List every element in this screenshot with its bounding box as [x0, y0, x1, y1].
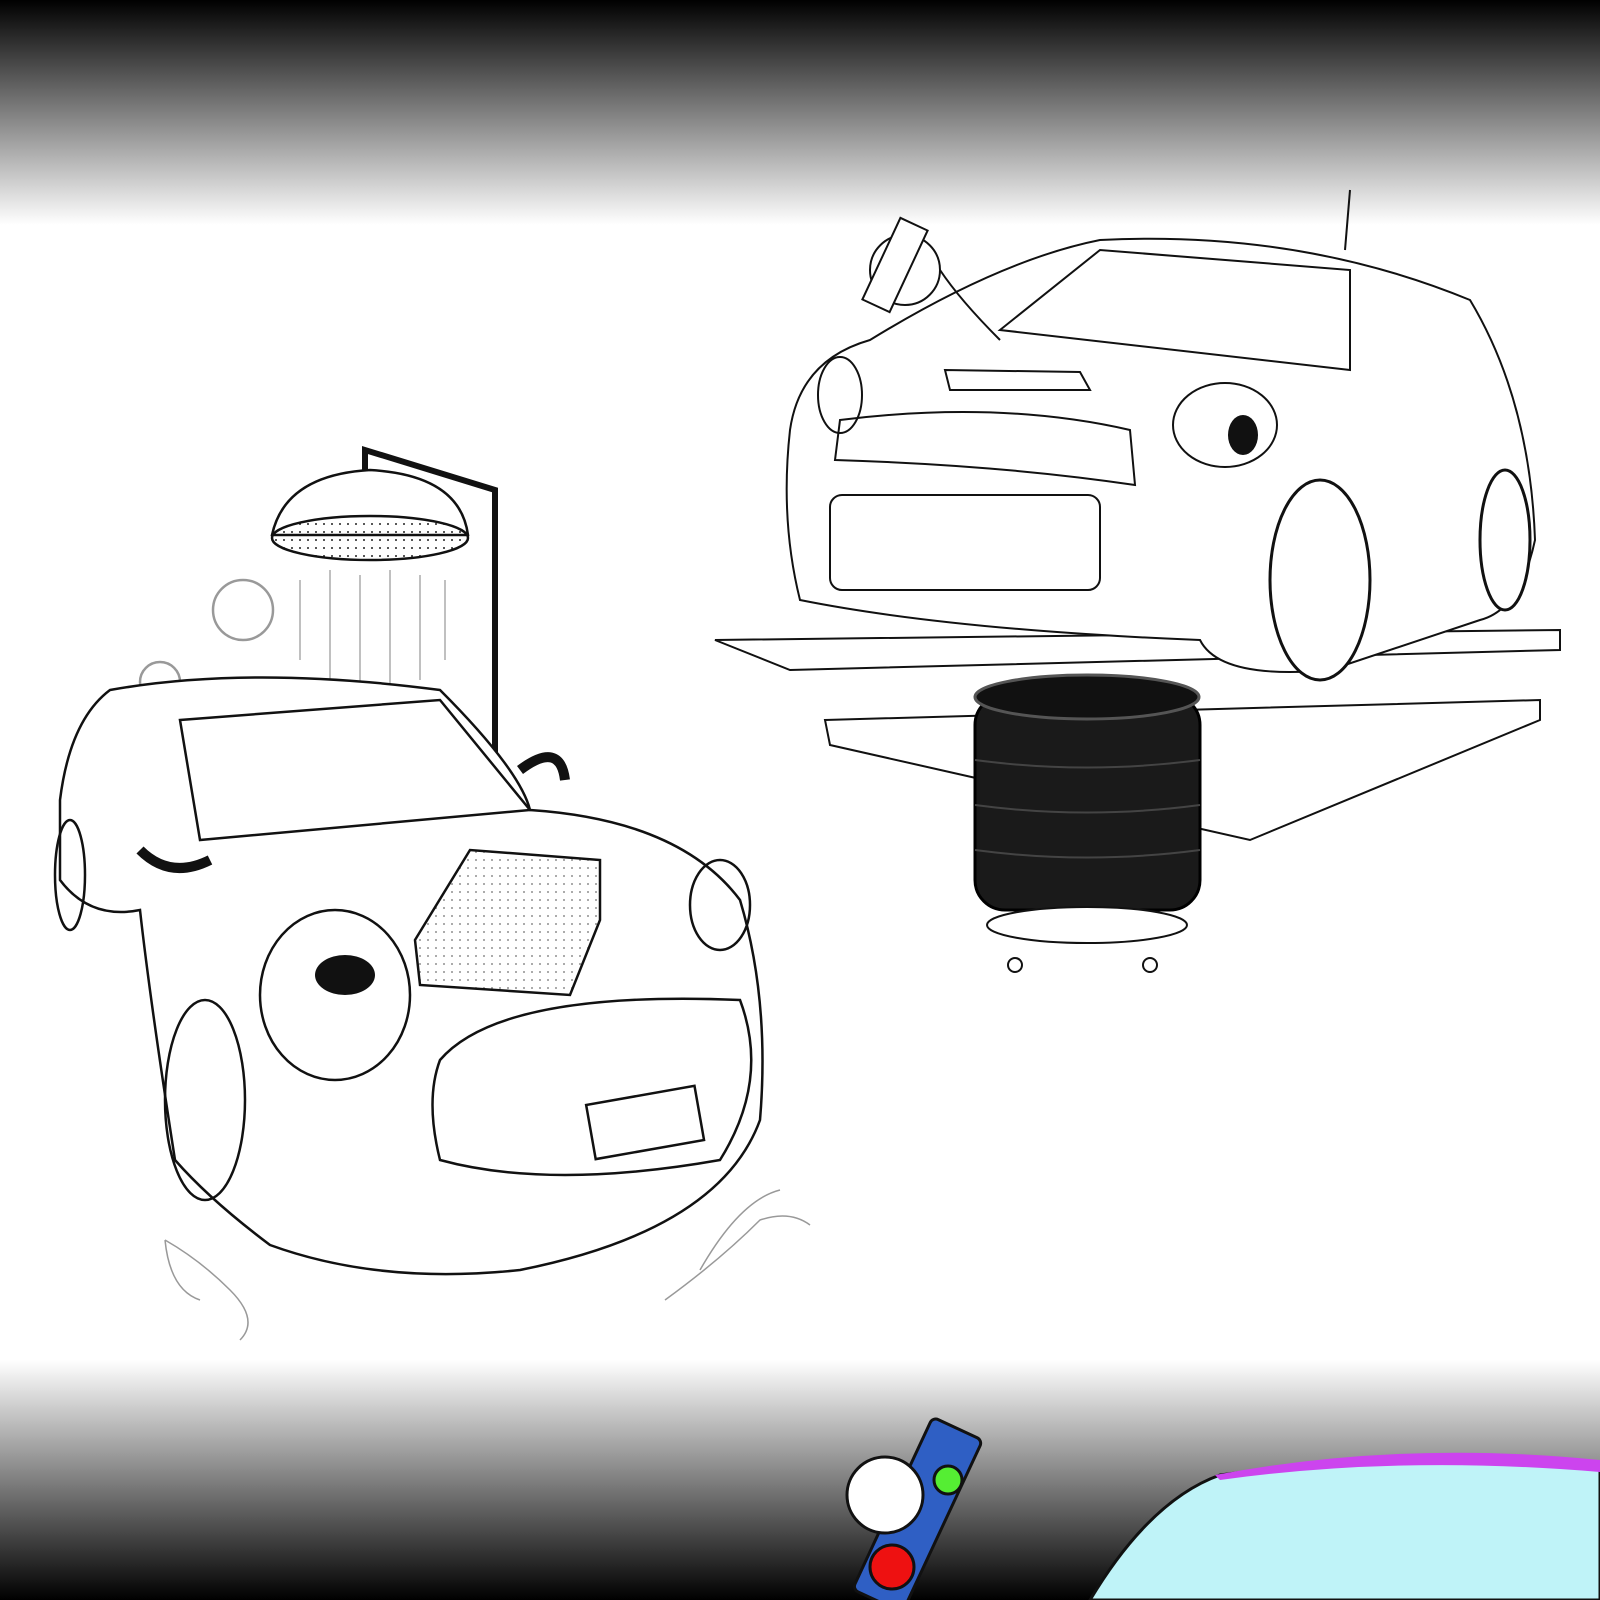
- car-right-grille: [833, 411, 1137, 487]
- antenna: [1344, 189, 1351, 251]
- water-streams: [299, 570, 446, 700]
- puddle-left: [164, 1239, 249, 1341]
- dolly-wheel: [1142, 957, 1158, 973]
- car-right-eye-left: [817, 356, 863, 434]
- sponge: [413, 848, 602, 997]
- car-right-pupil: [1228, 415, 1258, 455]
- red-button: [868, 1543, 916, 1591]
- dolly-wheel: [1007, 957, 1023, 973]
- cyan-car-roof: [1215, 1452, 1600, 1480]
- green-button: [932, 1464, 964, 1496]
- glove-thumb: [845, 1455, 925, 1535]
- car-left-rear-wheel: [53, 818, 87, 932]
- car-left-pupil: [315, 955, 375, 995]
- puddle-right: [664, 1189, 811, 1301]
- tire-dolly: [986, 906, 1188, 944]
- top-vignette: [0, 0, 1600, 225]
- car-right-eye: [1172, 382, 1278, 468]
- car-right-bumper: [829, 494, 1101, 591]
- remote-hand: [845, 1417, 983, 1600]
- car-right-front-wheel: [1268, 478, 1372, 682]
- right-arm-hose: [517, 752, 570, 781]
- car-right-rear-wheel: [1478, 468, 1532, 612]
- car-left-windshield: [178, 698, 533, 842]
- car-left-eye-right: [688, 858, 752, 952]
- car-left-body: [58, 676, 764, 1276]
- shower-spray-plate: [270, 514, 470, 562]
- cyan-car: [1088, 1452, 1600, 1600]
- car-left-grille: [431, 997, 753, 1177]
- license-plate: [584, 1084, 706, 1161]
- cash-note: [861, 216, 929, 314]
- car-left-wheel: [163, 998, 247, 1202]
- bubble: [211, 578, 275, 642]
- waving-arm: [939, 269, 1001, 341]
- tire-top-opening: [973, 673, 1201, 721]
- car-right-hood-scoop: [943, 368, 1092, 391]
- tire-stack: [973, 673, 1202, 973]
- car-right-windshield: [997, 248, 1351, 372]
- car-wash-scene: [53, 445, 811, 1341]
- car-left-eye: [258, 908, 412, 1082]
- left-arm-hose: [136, 846, 213, 873]
